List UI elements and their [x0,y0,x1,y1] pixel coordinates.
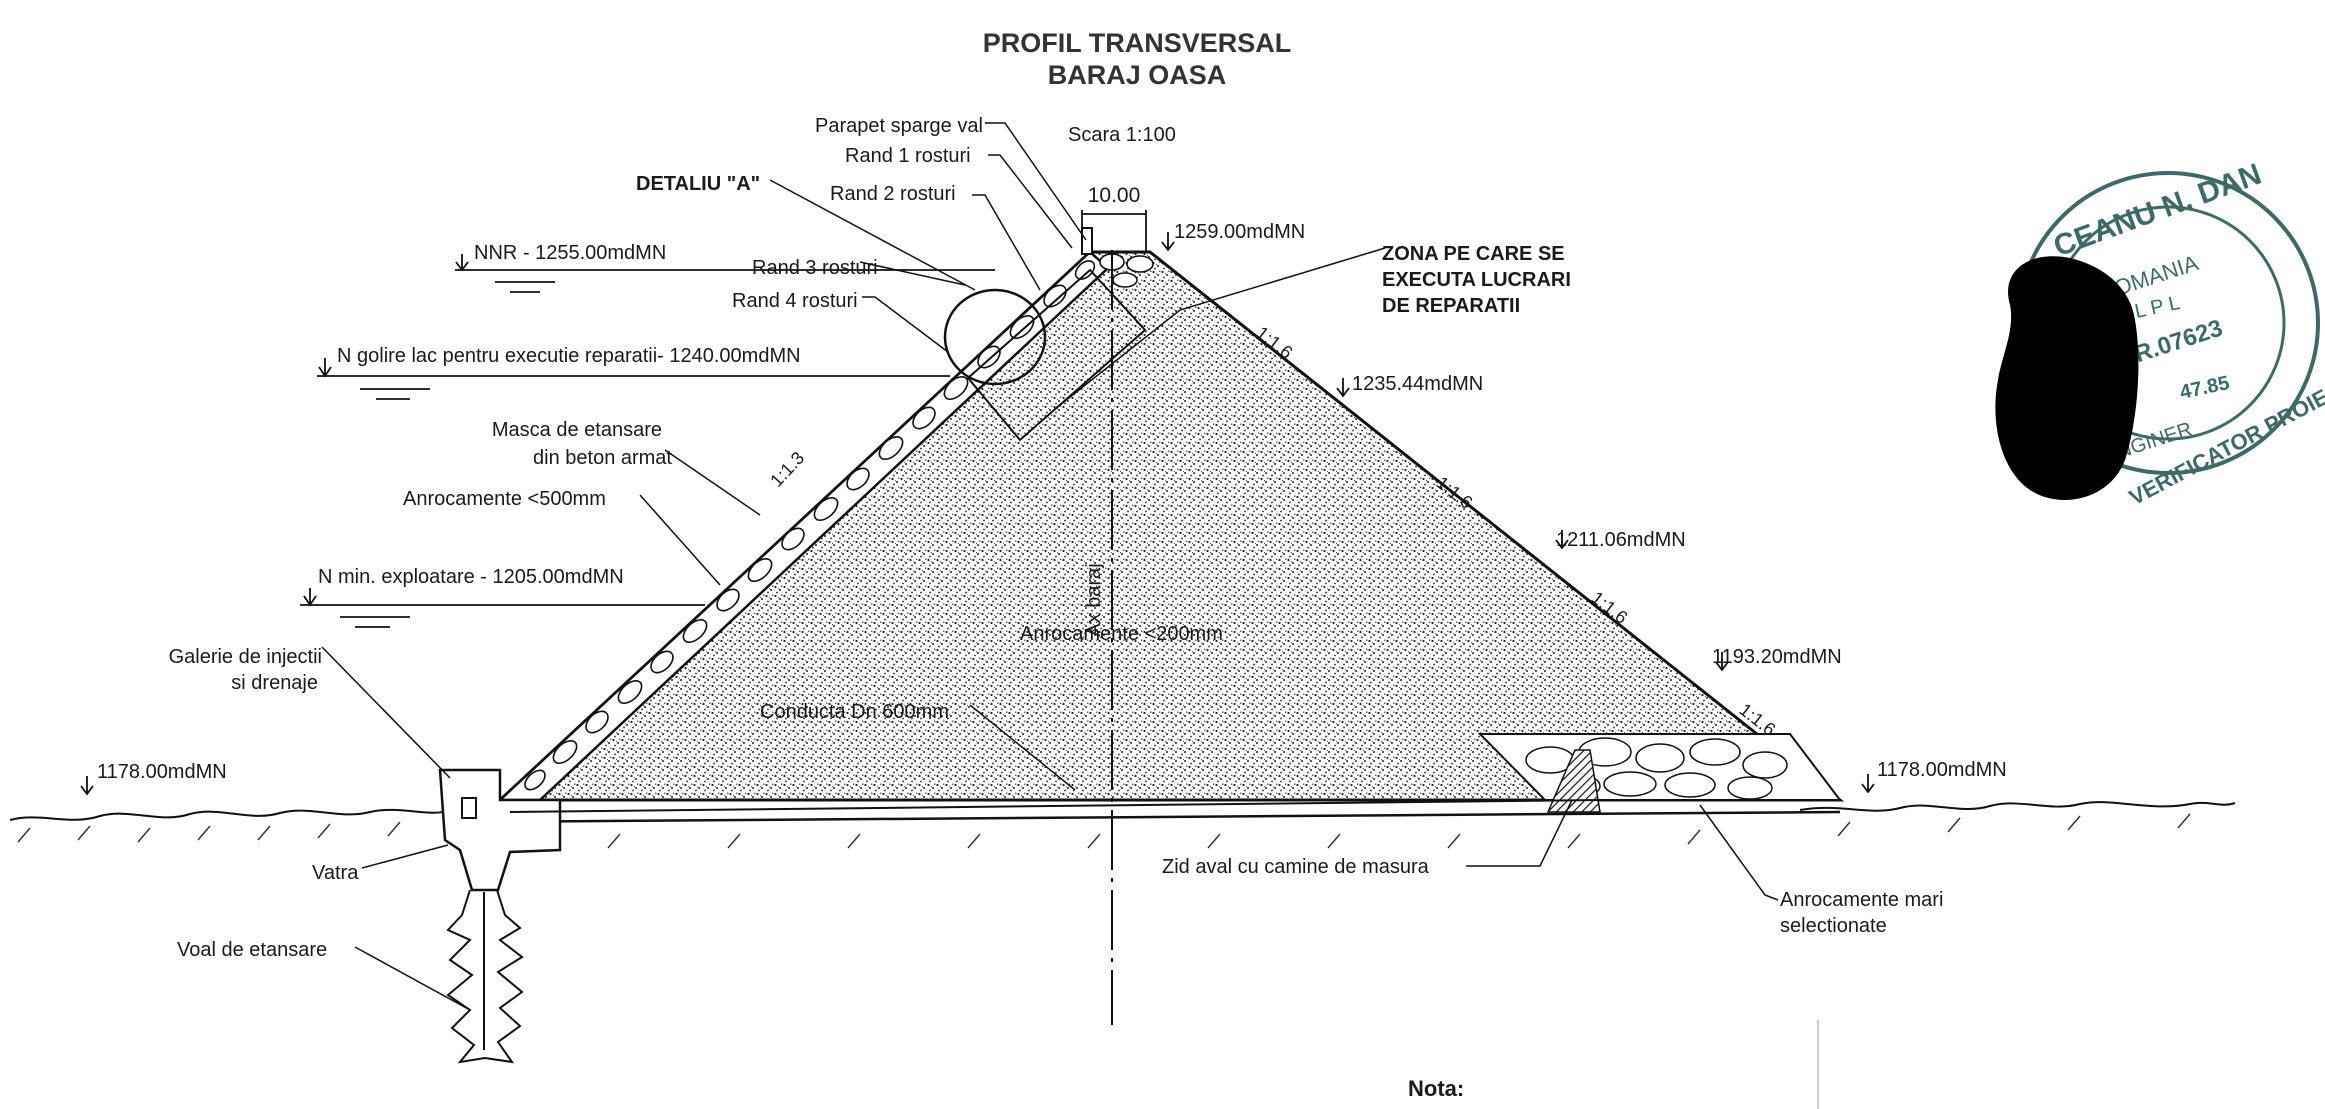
upstream-stones [524,260,1096,791]
label-berm-3: 1193.20mdMN [1712,646,1842,668]
label-nmin: N min. exploatare - 1205.00mdMN [318,566,624,588]
crest-parapet [1081,227,1093,255]
nota-label: Nota: [1408,1076,1464,1101]
label-nnr: NNR - 1255.00mdMN [474,242,666,264]
label-anroc-200: Anrocamente <200mm [1020,623,1223,645]
label-voal: Voal de etansare [177,939,327,961]
detail-a-circle [943,288,1047,386]
crest-stones [1099,253,1154,288]
label-conducta: Conducta Dn 600mm [760,701,949,723]
downstream-wall [1546,749,1601,813]
label-rand-3: Rand 3 rosturi [752,257,878,279]
label-galerie-2: si drenaje [231,672,318,694]
ground-hatching [17,813,2191,849]
label-zid-aval: Zid aval cu camine de masura [1162,856,1430,878]
gallery-opening [461,797,477,819]
label-berm-2: 1211.06mdMN [1556,529,1686,551]
dam-core-fill [496,250,1845,802]
title-line-2: BARAJ OASA [1048,60,1227,90]
slope-upstream: 1:1.3 [766,448,808,491]
repair-zone-line-3: DE REPARATII [1382,295,1520,317]
label-right-ground: 1178.00mdMN [1877,759,2007,781]
crest-width-value: 10.00 [1088,184,1141,207]
engineer-stamp: CEANU N. DAN ROMANIA D L P L R.07623 47.… [1995,158,2325,510]
label-masca-2: din beton armat [533,447,672,469]
conduit-pipe [509,799,1601,813]
label-crest-level: 1259.00mdMN [1174,221,1305,243]
water-level-nmin [300,588,705,628]
dam-axis-label: Ax baraj [1083,563,1105,636]
stamp-code: 47.85 [2178,372,2232,404]
water-level-nnr [455,254,995,293]
repair-zone-line-1: ZONA PE CARE SE [1382,243,1565,265]
leader-lines [321,122,1779,1011]
repair-zone-line-2: EXECUTA LUCRARI [1382,269,1571,291]
label-berm-1: 1235.44mdMN [1352,373,1483,395]
repair-zone-outline [966,268,1147,442]
label-detail-a: DETALIU "A" [636,173,760,195]
label-golire: N golire lac pentru executie reparatii- … [337,345,801,367]
stamp-redaction [1995,256,2139,500]
grout-curtain [446,889,524,1064]
label-parapet: Parapet sparge val [815,115,983,137]
crest-width-dimension [1081,210,1147,252]
title-line-1: PROFIL TRANSVERSAL [983,28,1292,58]
foundation-line [469,810,1841,824]
scale-label: Scara 1:100 [1068,124,1176,146]
level-markers [80,232,1875,796]
ground-surface [9,801,2236,821]
label-vatra: Vatra [312,862,359,884]
label-galerie-1: Galerie de injectii [169,646,322,668]
label-anroc-mari-1: Anrocamente mari [1780,889,1943,911]
water-level-golire [317,358,950,400]
label-rand-2: Rand 2 rosturi [830,183,956,205]
label-left-ground: 1178.00mdMN [97,761,227,783]
label-rand-4: Rand 4 rosturi [732,290,858,312]
label-rand-1: Rand 1 rosturi [845,145,971,167]
stamp-reg: R.07623 [2131,314,2226,368]
label-masca-1: Masca de etansare [492,419,662,441]
label-anroc-500: Anrocamente <500mm [403,488,606,510]
label-anroc-mari-2: selectionate [1780,915,1887,937]
